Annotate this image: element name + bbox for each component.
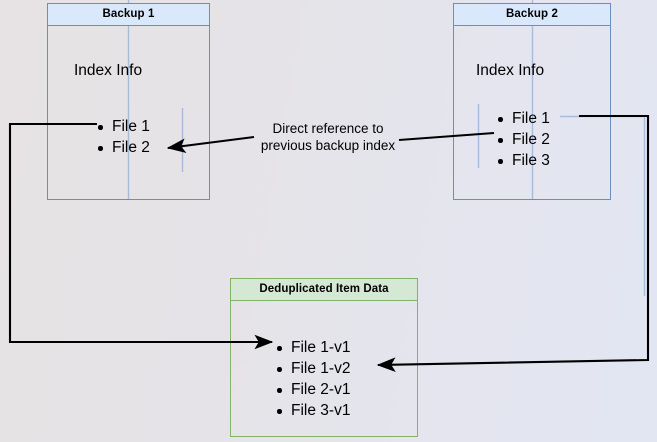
list-item: File 1 bbox=[94, 116, 150, 137]
node-backup-1-body: Index Info File 1 File 2 bbox=[48, 26, 209, 199]
node-deduplicated-item-data[interactable]: Deduplicated Item Data File 1-v1 File 1-… bbox=[230, 278, 418, 437]
backup-1-index-info-label: Index Info bbox=[74, 62, 143, 79]
node-dedup-body: File 1-v1 File 1-v2 File 2-v1 File 3-v1 bbox=[231, 301, 417, 436]
list-item: File 2 bbox=[494, 129, 550, 150]
list-item: File 1 bbox=[494, 108, 550, 129]
connector-direct-reference-left-segment bbox=[166, 135, 255, 154]
list-item: File 1-v2 bbox=[273, 358, 350, 379]
node-backup-2[interactable]: Backup 2 Index Info File 1 File 2 File 3 bbox=[453, 3, 611, 200]
direct-reference-caption: Direct reference to previous backup inde… bbox=[248, 120, 408, 154]
backup-2-file-list: File 1 File 2 File 3 bbox=[494, 108, 550, 171]
node-backup-1-header: Backup 1 bbox=[48, 4, 209, 26]
node-backup-2-body: Index Info File 1 File 2 File 3 bbox=[454, 26, 610, 199]
connector-backup2-to-dedup-file1v2 bbox=[376, 114, 650, 373]
list-item: File 2 bbox=[94, 137, 150, 158]
node-dedup-header: Deduplicated Item Data bbox=[231, 279, 417, 301]
connector-backup1-to-dedup-file1v1 bbox=[8, 122, 274, 350]
backup-1-file-list: File 1 File 2 bbox=[94, 116, 150, 158]
direct-reference-caption-line-2: previous backup index bbox=[260, 138, 396, 153]
node-backup-2-header: Backup 2 bbox=[454, 4, 610, 26]
connector-direct-reference-right-segment bbox=[398, 131, 495, 142]
list-item: File 3 bbox=[494, 150, 550, 171]
list-item: File 3-v1 bbox=[273, 400, 350, 421]
dedup-file-list: File 1-v1 File 1-v2 File 2-v1 File 3-v1 bbox=[273, 337, 350, 421]
node-backup-1[interactable]: Backup 1 Index Info File 1 File 2 bbox=[47, 3, 210, 200]
list-item: File 2-v1 bbox=[273, 379, 350, 400]
backup-2-index-info-label: Index Info bbox=[476, 62, 545, 79]
list-item: File 1-v1 bbox=[273, 337, 350, 358]
direct-reference-caption-line-1: Direct reference to bbox=[272, 121, 384, 136]
